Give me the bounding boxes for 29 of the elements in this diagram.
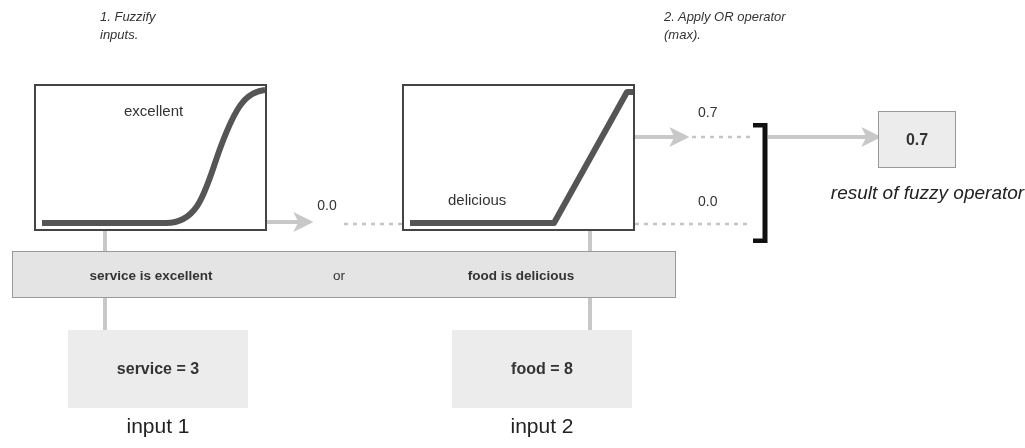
input-value: food = 8: [511, 360, 573, 378]
value-label: 0.0: [698, 192, 718, 211]
rule-term: service is excellent: [89, 267, 213, 282]
connector-line: [588, 231, 592, 251]
connector-line: [103, 298, 107, 330]
input-box: [452, 330, 632, 408]
result-box: [878, 111, 956, 168]
value-label: 0.7: [698, 103, 718, 122]
input-caption: input 2: [509, 413, 575, 439]
arrow: [635, 127, 690, 147]
curve-label: delicious: [448, 191, 507, 208]
rule-bar: [12, 251, 676, 298]
connector-line: [103, 231, 107, 251]
arrow: [267, 212, 314, 232]
rule-term: food is delicious: [467, 267, 575, 282]
connector-line: [588, 298, 592, 330]
curve-label: excellent: [124, 102, 184, 119]
step-note: 1. Fuzzify inputs.: [100, 8, 157, 45]
input-caption: input 1: [125, 413, 191, 439]
input-value: service = 3: [116, 360, 200, 378]
step-note: 2. Apply OR operator (max).: [664, 8, 787, 45]
input-box: [68, 330, 248, 408]
bracket: [752, 123, 768, 243]
operator-label: or: [333, 267, 345, 282]
result-caption: result of fuzzy operator: [830, 181, 1025, 205]
dotted-line: [692, 135, 752, 139]
result-value: 0.7: [905, 130, 929, 149]
value-label: 0.0: [317, 196, 337, 215]
dotted-line: [344, 222, 402, 226]
